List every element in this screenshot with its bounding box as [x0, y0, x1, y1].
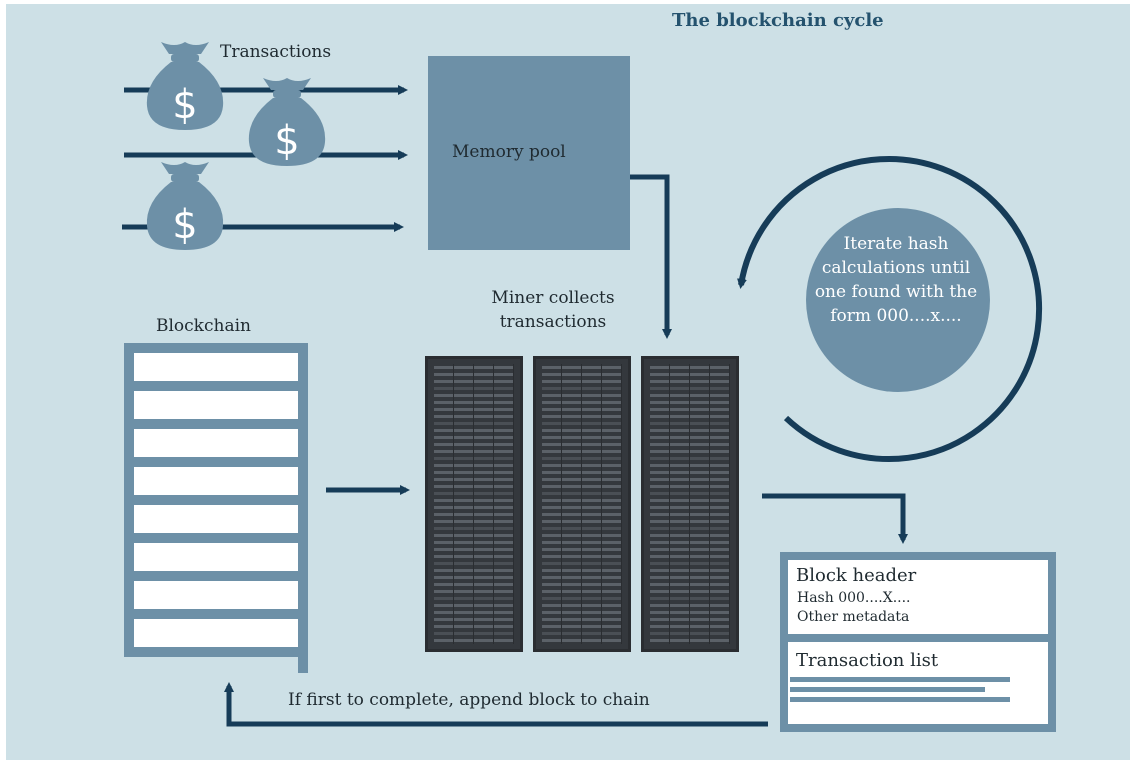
money-bag-icon: $ — [248, 78, 326, 166]
append-to-chain-arrow — [224, 682, 768, 727]
block-header-title: Block header — [796, 565, 917, 586]
block-hash-line: Hash 000....X.... — [797, 590, 911, 606]
memory-pool-box — [428, 56, 630, 250]
iteration-loop-arrow — [737, 156, 1043, 462]
memory-pool-label: Memory pool — [452, 142, 566, 162]
rack-detail-lines — [434, 364, 730, 644]
svg-text:$: $ — [274, 118, 299, 164]
pool-to-miner-arrow — [630, 174, 672, 339]
miner-to-block-arrow — [762, 493, 908, 544]
miner-label: Miner collects transactions — [491, 288, 615, 332]
money-bag-icon: $ — [146, 42, 224, 130]
hash-iteration-label: Iterate hash calculations until one foun… — [814, 234, 978, 326]
money-bag-icon: $ — [146, 162, 224, 250]
blockchain-stack — [124, 343, 308, 673]
svg-text:$: $ — [172, 202, 197, 248]
append-block-label: If first to complete, append block to ch… — [288, 690, 650, 710]
mined-block — [780, 552, 1056, 732]
hash-iteration-circle — [806, 208, 990, 392]
block-metadata-line: Other metadata — [797, 609, 910, 625]
transaction-list-title: Transaction list — [796, 650, 939, 671]
diagram-title: The blockchain cycle — [672, 10, 884, 31]
transactions-label: Transactions — [220, 42, 332, 62]
svg-text:$: $ — [172, 82, 197, 128]
blockchain-label: Blockchain — [156, 316, 251, 336]
